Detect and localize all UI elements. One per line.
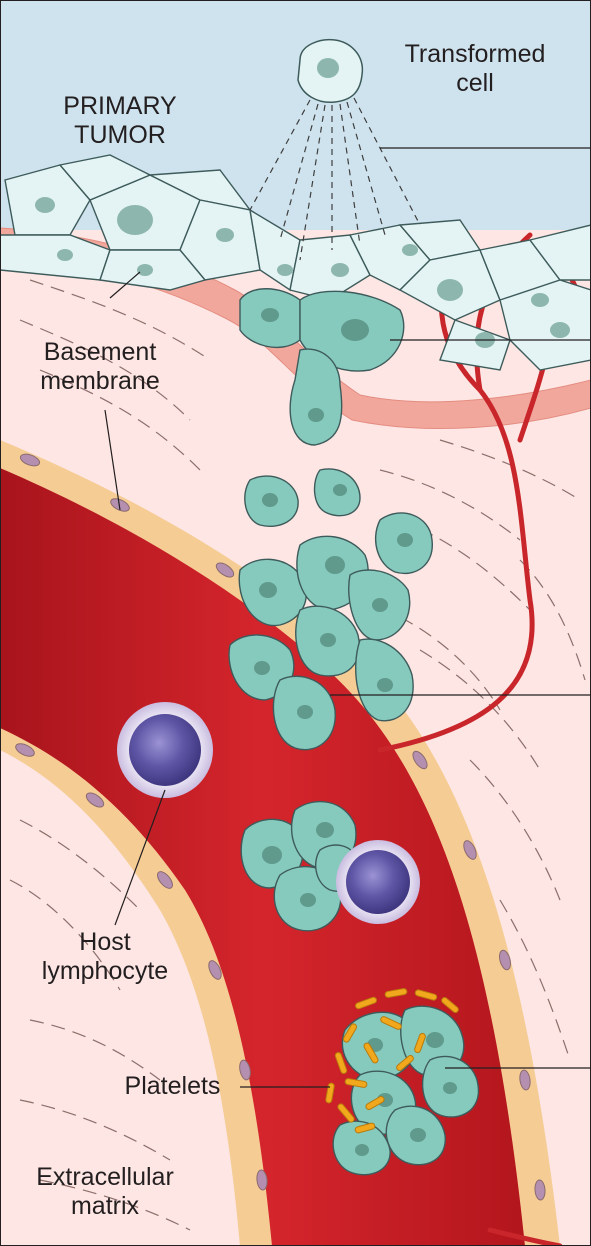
- transformed-cell-label-line1: Transformed: [375, 40, 575, 69]
- platelets-label-text: Platelets: [105, 1072, 240, 1101]
- primary-tumor-label-line2: TUMOR: [20, 121, 220, 150]
- basement-membrane-label-line1: Basement: [15, 338, 185, 367]
- extracellular-matrix-label-line2: matrix: [5, 1192, 205, 1221]
- basement-membrane-label-line2: membrane: [15, 367, 185, 396]
- host-lymphocyte-label: Host lymphocyte: [10, 928, 200, 986]
- transformed-cell-label-line2: cell: [375, 69, 575, 98]
- primary-tumor-label: PRIMARY TUMOR: [20, 92, 220, 150]
- host-lymphocyte-label-line1: Host: [10, 928, 200, 957]
- transformed-cell-label: Transformed cell: [375, 40, 575, 98]
- transformed-cell: [298, 40, 362, 103]
- platelets-label: Platelets: [105, 1072, 240, 1101]
- primary-tumor-label-line1: PRIMARY: [20, 92, 220, 121]
- extracellular-matrix-label-line1: Extracellular: [5, 1163, 205, 1192]
- host-lymphocyte: [117, 702, 213, 798]
- basement-membrane-label: Basement membrane: [15, 338, 185, 396]
- extracellular-matrix-label: Extracellular matrix: [5, 1163, 205, 1221]
- host-lymphocyte-label-line2: lymphocyte: [10, 957, 200, 986]
